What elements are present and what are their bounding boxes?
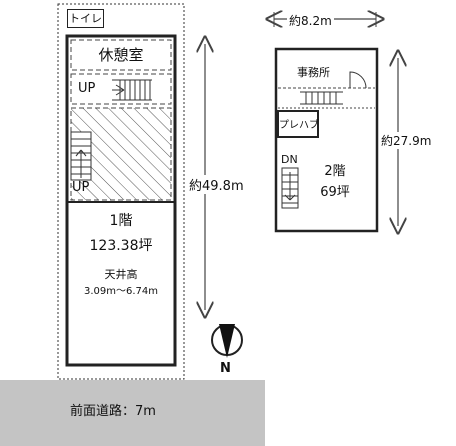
second-floor-dn-stair <box>281 167 299 209</box>
stair-1-treads <box>112 79 152 101</box>
up-label-2: UP <box>72 180 90 195</box>
rest-room-label: 休憩室 <box>98 46 144 64</box>
prefab-room <box>277 110 319 138</box>
ground-floor-area: 123.38坪 <box>89 238 153 254</box>
width-label: 約8.2m <box>287 12 334 29</box>
second-length-label: 約27.9m <box>380 132 433 149</box>
rest-room <box>70 39 172 71</box>
down-label: DN <box>281 153 298 166</box>
ground-floor-outline <box>65 34 177 367</box>
prefab-label: プレハブ <box>279 120 319 131</box>
front-road <box>0 380 265 446</box>
second-floor-outline <box>274 47 379 233</box>
north-label: N <box>220 361 231 376</box>
stair-2 <box>70 131 92 181</box>
ground-floor-name: 1階 <box>109 213 133 229</box>
up-label-1: UP <box>78 81 96 96</box>
second-floor-name: 2階 <box>324 164 346 179</box>
second-floor-area: 69坪 <box>320 185 350 200</box>
north-compass <box>211 324 243 358</box>
stair-1 <box>70 73 172 105</box>
office-label: 事務所 <box>297 66 330 79</box>
toilet-label: トイレ <box>67 9 104 28</box>
second-floor-stair <box>300 91 343 105</box>
road-label: 前面道路：7m <box>70 404 156 419</box>
door-swing <box>349 71 367 89</box>
ceiling-height-label: 天井高 <box>104 268 138 281</box>
ceiling-height-value: 3.09m～6.74m <box>83 286 158 297</box>
lot-boundary <box>57 3 185 380</box>
ground-length-label: 約49.8m <box>188 175 245 194</box>
